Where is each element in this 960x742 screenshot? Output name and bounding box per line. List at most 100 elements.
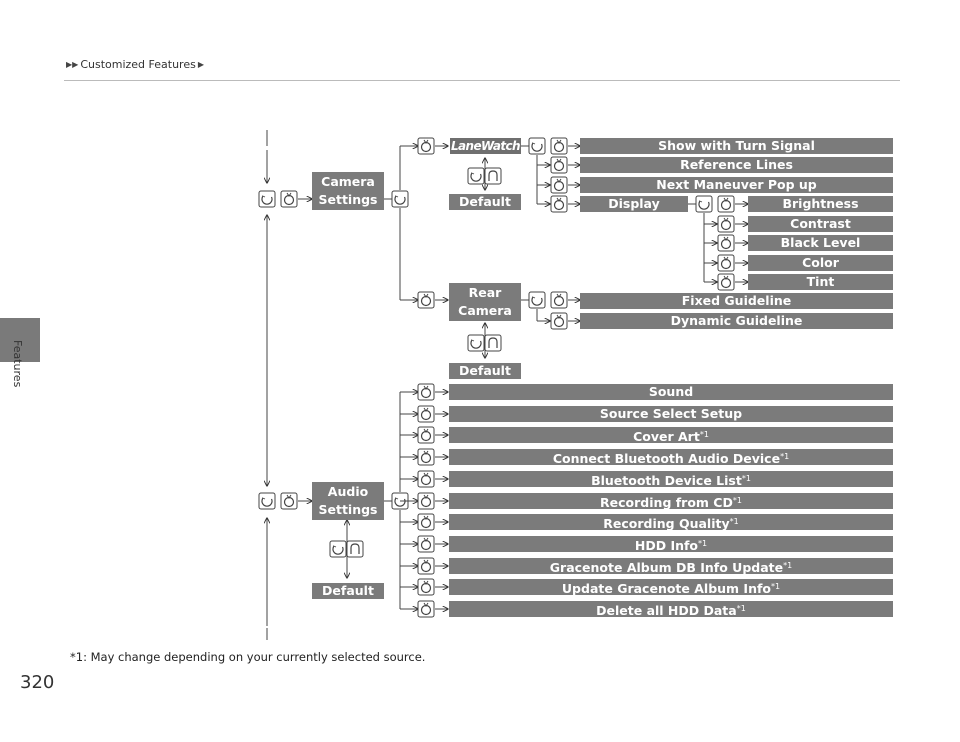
footnote-marker: *1 <box>741 474 751 483</box>
audio-item-label: Connect Bluetooth Audio Device <box>552 451 781 466</box>
press-icon <box>550 137 568 155</box>
audio-item-label: Delete all HDD Data <box>596 603 737 618</box>
press-icon <box>417 291 435 309</box>
audio-item[interactable]: Recording Quality*1 <box>449 514 893 531</box>
press-icon <box>550 291 568 309</box>
audio-item-label: Update Gracenote Album Info <box>561 581 771 596</box>
audio-item-label: Recording Quality <box>603 516 730 531</box>
press-icon <box>280 190 298 208</box>
audio-item[interactable]: HDD Info*1 <box>449 536 893 553</box>
footnote-marker: *1 <box>771 582 781 591</box>
audio-item[interactable]: Gracenote Album DB Info Update*1 <box>449 558 893 575</box>
rear-camera-label-1: Rear <box>468 285 502 300</box>
audio-item-label: Source Select Setup <box>599 406 743 421</box>
press-icon <box>550 156 568 174</box>
audio-item[interactable]: Delete all HDD Data*1 <box>449 601 893 618</box>
rotate-icon <box>258 492 276 510</box>
rear-camera-item[interactable]: Rear Camera <box>449 283 521 321</box>
display-item[interactable]: Display <box>580 196 688 212</box>
rotate-icon <box>329 540 347 558</box>
press-icon <box>417 578 435 596</box>
fixed-guideline-item[interactable]: Fixed Guideline <box>580 293 893 309</box>
footnote: *1: May change depending on your current… <box>70 650 426 664</box>
rear-camera-label-2: Camera <box>458 303 512 318</box>
footnote-marker: *1 <box>729 517 739 526</box>
breadcrumb: ▶▶ Customized Features ▶ <box>66 58 204 71</box>
rotate-icon <box>391 190 409 208</box>
reference-lines-item[interactable]: Reference Lines <box>580 157 893 173</box>
audio-item[interactable]: Sound <box>449 384 893 400</box>
press-icon <box>417 513 435 531</box>
press-icon <box>417 557 435 575</box>
dynamic-guideline-item[interactable]: Dynamic Guideline <box>580 313 893 329</box>
breadcrumb-title: Customized Features <box>80 58 196 71</box>
color-item[interactable]: Color <box>748 255 893 271</box>
press-icon <box>550 312 568 330</box>
audio-default-item[interactable]: Default <box>312 583 384 599</box>
rear-default-item[interactable]: Default <box>449 363 521 379</box>
audio-settings-item[interactable]: Audio Settings <box>312 482 384 520</box>
footnote-marker: *1 <box>783 561 793 570</box>
back-icon <box>484 167 502 185</box>
rotate-icon <box>528 137 546 155</box>
camera-settings-item[interactable]: Camera Settings <box>312 172 384 210</box>
press-icon <box>417 535 435 553</box>
audio-settings-label-1: Audio <box>327 484 369 499</box>
next-maneuver-pop-up-item[interactable]: Next Maneuver Pop up <box>580 177 893 193</box>
section-tab <box>0 318 40 362</box>
press-icon <box>550 195 568 213</box>
page-number: 320 <box>20 672 55 693</box>
camera-settings-label-2: Settings <box>318 192 378 207</box>
audio-item-label: Bluetooth Device List <box>591 473 742 488</box>
rotate-icon <box>467 167 485 185</box>
tint-item[interactable]: Tint <box>748 274 893 290</box>
press-icon <box>417 600 435 618</box>
audio-item-label: HDD Info <box>634 538 699 553</box>
footnote-marker: *1 <box>732 496 742 505</box>
press-icon <box>717 234 735 252</box>
audio-item-label: Cover Art <box>633 429 700 444</box>
show-with-turn-signal-item[interactable]: Show with Turn Signal <box>580 138 893 154</box>
back-icon <box>346 540 364 558</box>
black-level-item[interactable]: Black Level <box>748 235 893 251</box>
audio-item-label: Gracenote Album DB Info Update <box>549 560 784 575</box>
contrast-item[interactable]: Contrast <box>748 216 893 232</box>
audio-item[interactable]: Bluetooth Device List*1 <box>449 471 893 488</box>
audio-settings-label-2: Settings <box>318 502 378 517</box>
breadcrumb-arrows-icon: ▶▶ <box>66 60 79 69</box>
press-icon <box>280 492 298 510</box>
footnote-marker: *1 <box>698 539 708 548</box>
back-icon <box>484 334 502 352</box>
press-icon <box>550 176 568 194</box>
press-icon <box>417 405 435 423</box>
rotate-icon <box>467 334 485 352</box>
press-icon <box>417 492 435 510</box>
rotate-icon <box>258 190 276 208</box>
audio-item-label: Recording from CD <box>600 495 733 510</box>
breadcrumb-arrow-icon: ▶ <box>197 60 204 69</box>
press-icon <box>717 215 735 233</box>
rotate-icon <box>695 195 713 213</box>
footnote-marker: *1 <box>699 430 709 439</box>
press-icon <box>417 383 435 401</box>
lanewatch-item[interactable]: LaneWatch <box>450 138 521 154</box>
press-icon <box>417 470 435 488</box>
press-icon <box>717 273 735 291</box>
audio-item[interactable]: Update Gracenote Album Info*1 <box>449 579 893 596</box>
camera-settings-label-1: Camera <box>321 174 375 189</box>
rotate-icon <box>528 291 546 309</box>
audio-item[interactable]: Cover Art*1 <box>449 427 893 444</box>
press-icon <box>417 448 435 466</box>
audio-item[interactable]: Connect Bluetooth Audio Device*1 <box>449 449 893 466</box>
audio-item[interactable]: Source Select Setup <box>449 406 893 422</box>
brightness-item[interactable]: Brightness <box>748 196 893 212</box>
press-icon <box>717 254 735 272</box>
header-rule <box>64 80 900 81</box>
press-icon <box>417 426 435 444</box>
lanewatch-default-item[interactable]: Default <box>449 194 521 210</box>
footnote-marker: *1 <box>736 604 746 613</box>
press-icon <box>717 195 735 213</box>
audio-item[interactable]: Recording from CD*1 <box>449 493 893 510</box>
footnote-marker: *1 <box>780 452 790 461</box>
